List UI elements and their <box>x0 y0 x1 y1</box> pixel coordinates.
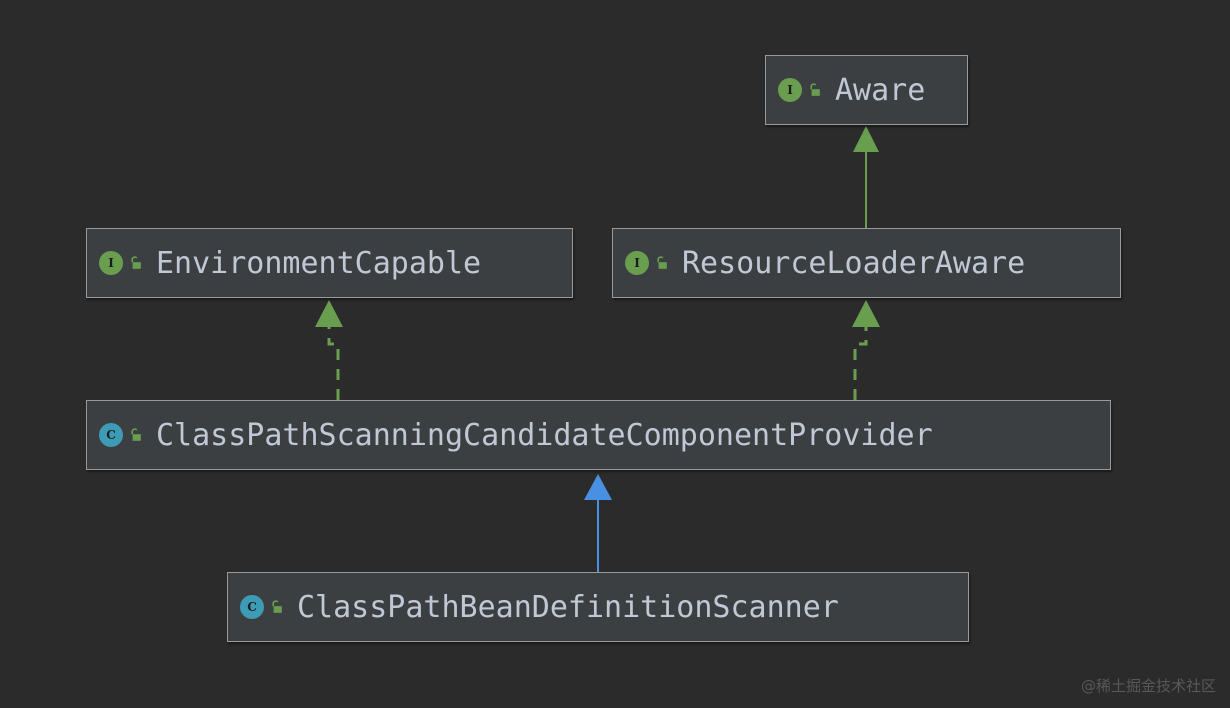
node-icon-group: I <box>625 251 670 275</box>
uml-node-classpath-bean-definition-scanner[interactable]: C ClassPathBeanDefinitionScanner <box>227 572 969 642</box>
edge-provider-implements-environment-capable <box>315 300 343 400</box>
node-icon-group: C <box>99 423 144 447</box>
uml-node-label: ResourceLoaderAware <box>682 245 1026 281</box>
uml-node-classpath-scanning-candidate-component-provider[interactable]: C ClassPathScanningCandidateComponentPro… <box>86 400 1111 470</box>
uml-node-environment-capable[interactable]: I EnvironmentCapable <box>86 228 573 298</box>
interface-badge-icon: I <box>625 251 649 275</box>
unlocked-padlock-icon <box>269 599 285 615</box>
edge-scanner-extends-provider <box>584 474 612 572</box>
uml-node-label: ClassPathBeanDefinitionScanner <box>297 589 839 625</box>
node-icon-group: I <box>778 78 823 102</box>
unlocked-padlock-icon <box>128 427 144 443</box>
uml-node-aware[interactable]: I Aware <box>765 55 968 125</box>
node-icon-group: C <box>240 595 285 619</box>
edge-resource-loader-aware-extends-aware <box>853 126 879 228</box>
unlocked-padlock-icon <box>654 255 670 271</box>
class-badge-icon: C <box>240 595 264 619</box>
uml-node-label: ClassPathScanningCandidateComponentProvi… <box>156 417 933 453</box>
unlocked-padlock-icon <box>128 255 144 271</box>
uml-node-label: Aware <box>835 72 926 108</box>
class-badge-icon: C <box>99 423 123 447</box>
uml-node-resource-loader-aware[interactable]: I ResourceLoaderAware <box>612 228 1121 298</box>
interface-badge-icon: I <box>99 251 123 275</box>
watermark-text: @稀土掘金技术社区 <box>1080 677 1216 695</box>
node-icon-group: I <box>99 251 144 275</box>
interface-badge-icon: I <box>778 78 802 102</box>
uml-node-label: EnvironmentCapable <box>156 245 482 281</box>
unlocked-padlock-icon <box>807 82 823 98</box>
edge-provider-implements-resource-loader-aware <box>852 300 880 400</box>
